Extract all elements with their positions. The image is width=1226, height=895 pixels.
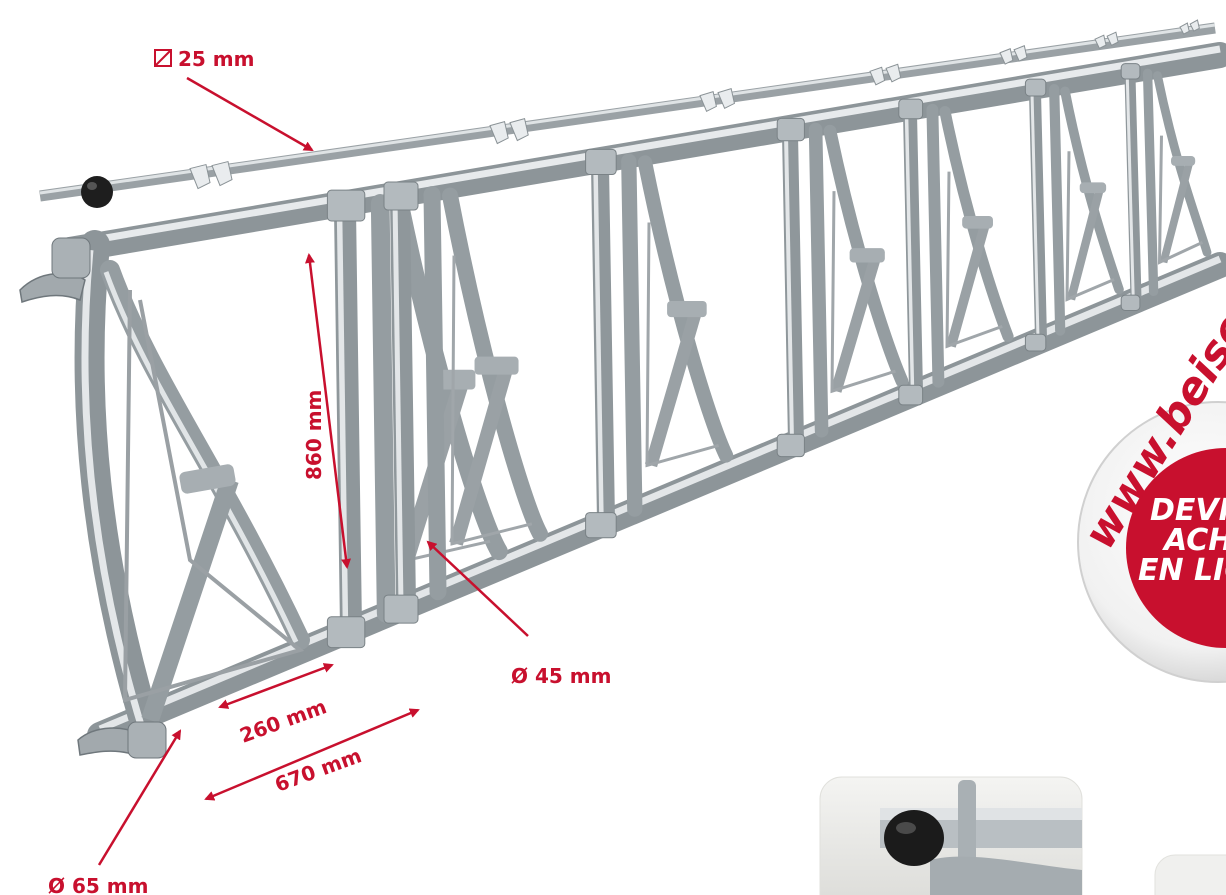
frame-diameter-label: Ø 65 mm <box>48 874 148 895</box>
yoke-arm <box>637 155 734 463</box>
hinge-plate <box>999 48 1014 65</box>
bar-spacing-label: 260 mm <box>237 694 330 747</box>
vertical-bar <box>1029 86 1047 345</box>
hinge-plate <box>1179 22 1190 35</box>
lower-tube <box>87 252 1226 748</box>
hinge-plate <box>699 90 717 113</box>
hinge-plate <box>489 121 509 145</box>
vertical-bar <box>591 157 615 531</box>
badge-line-3: EN LIG <box>1138 553 1226 588</box>
square-icon <box>154 49 172 67</box>
top-rail-square-label: 25 mm <box>178 47 254 71</box>
top-rail-arrow <box>186 76 314 152</box>
bar-diameter-arrow <box>426 540 529 637</box>
height-arrow <box>305 253 351 569</box>
bar-spacing-arrow <box>218 663 334 709</box>
feed-barrier <box>19 19 1226 759</box>
promo-badge[interactable]: www.beise... DEVIS ACHA EN LIG <box>1074 261 1226 683</box>
frame-diameter-arrow <box>97 729 182 866</box>
vertical-bar <box>1124 70 1142 305</box>
hinge-plate <box>1094 34 1107 50</box>
vertical-bar <box>903 106 923 399</box>
hinge-plate <box>869 66 886 86</box>
end-post <box>74 230 165 755</box>
badge-line-2: ACHA <box>1162 523 1226 558</box>
vertical-bar <box>390 190 416 616</box>
upper-tube <box>57 42 1226 263</box>
badge-line-1: DEVIS <box>1150 493 1226 528</box>
detail-thumbnail[interactable] <box>819 776 1226 895</box>
unit-width-arrow <box>204 708 420 801</box>
bar-diameter-label: Ø 45 mm <box>511 664 611 688</box>
hinge-group <box>189 19 1200 190</box>
vertical-bar <box>782 125 804 450</box>
stanchion-group <box>326 63 1212 649</box>
hinge-plate <box>189 163 211 190</box>
knob <box>81 176 113 208</box>
yoke-arm <box>442 187 548 542</box>
height-label: 860 mm <box>302 390 326 480</box>
